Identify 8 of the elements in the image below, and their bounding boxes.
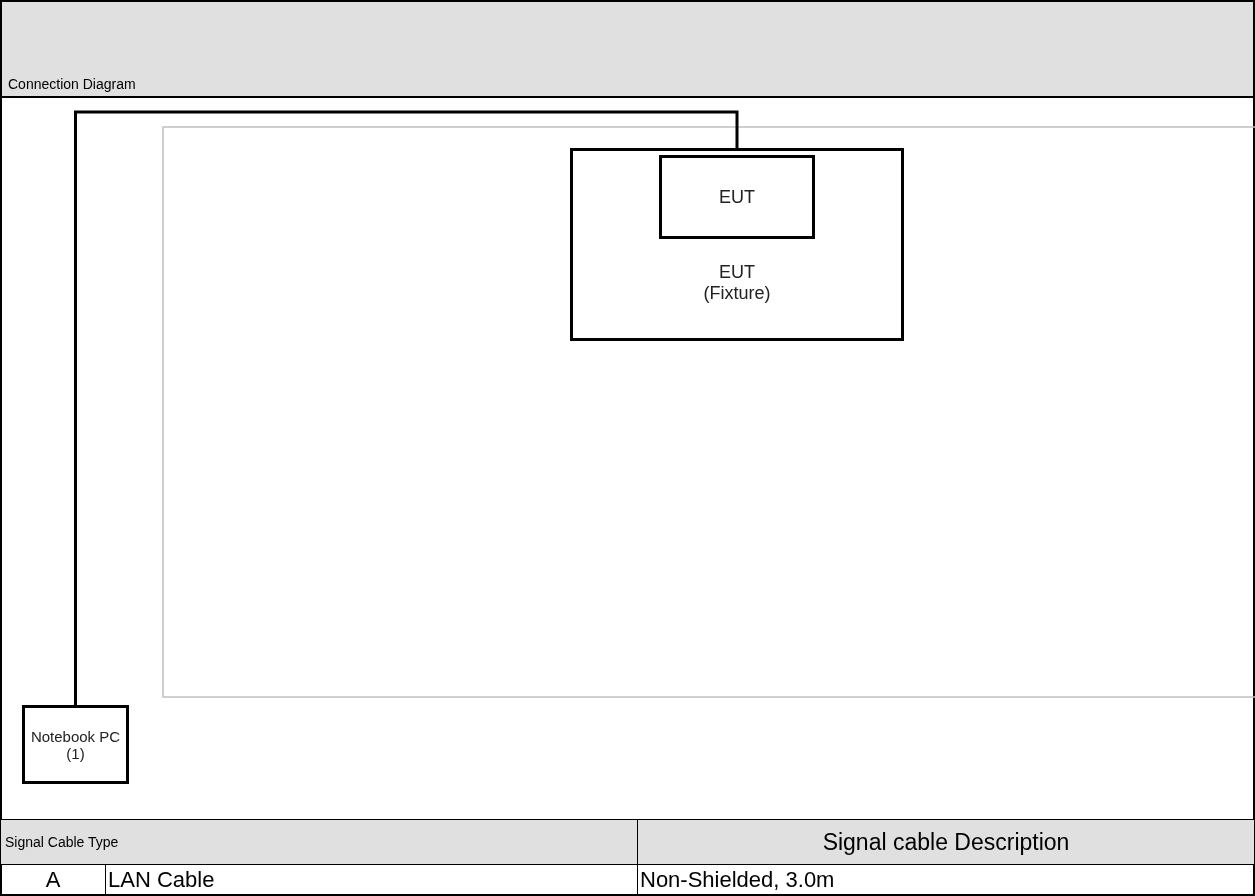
device-box: Notebook PC (1) xyxy=(22,705,129,784)
device-box: EUT xyxy=(659,155,815,239)
box-label: EUT (Fixture) xyxy=(702,262,772,304)
table-header-cell: Signal Cable Type xyxy=(0,819,638,865)
fixture-box xyxy=(570,148,904,341)
table-header-cell: Signal cable Description xyxy=(637,819,1255,865)
heading-text: Connection Diagram xyxy=(8,76,136,92)
cable-line xyxy=(74,110,739,705)
